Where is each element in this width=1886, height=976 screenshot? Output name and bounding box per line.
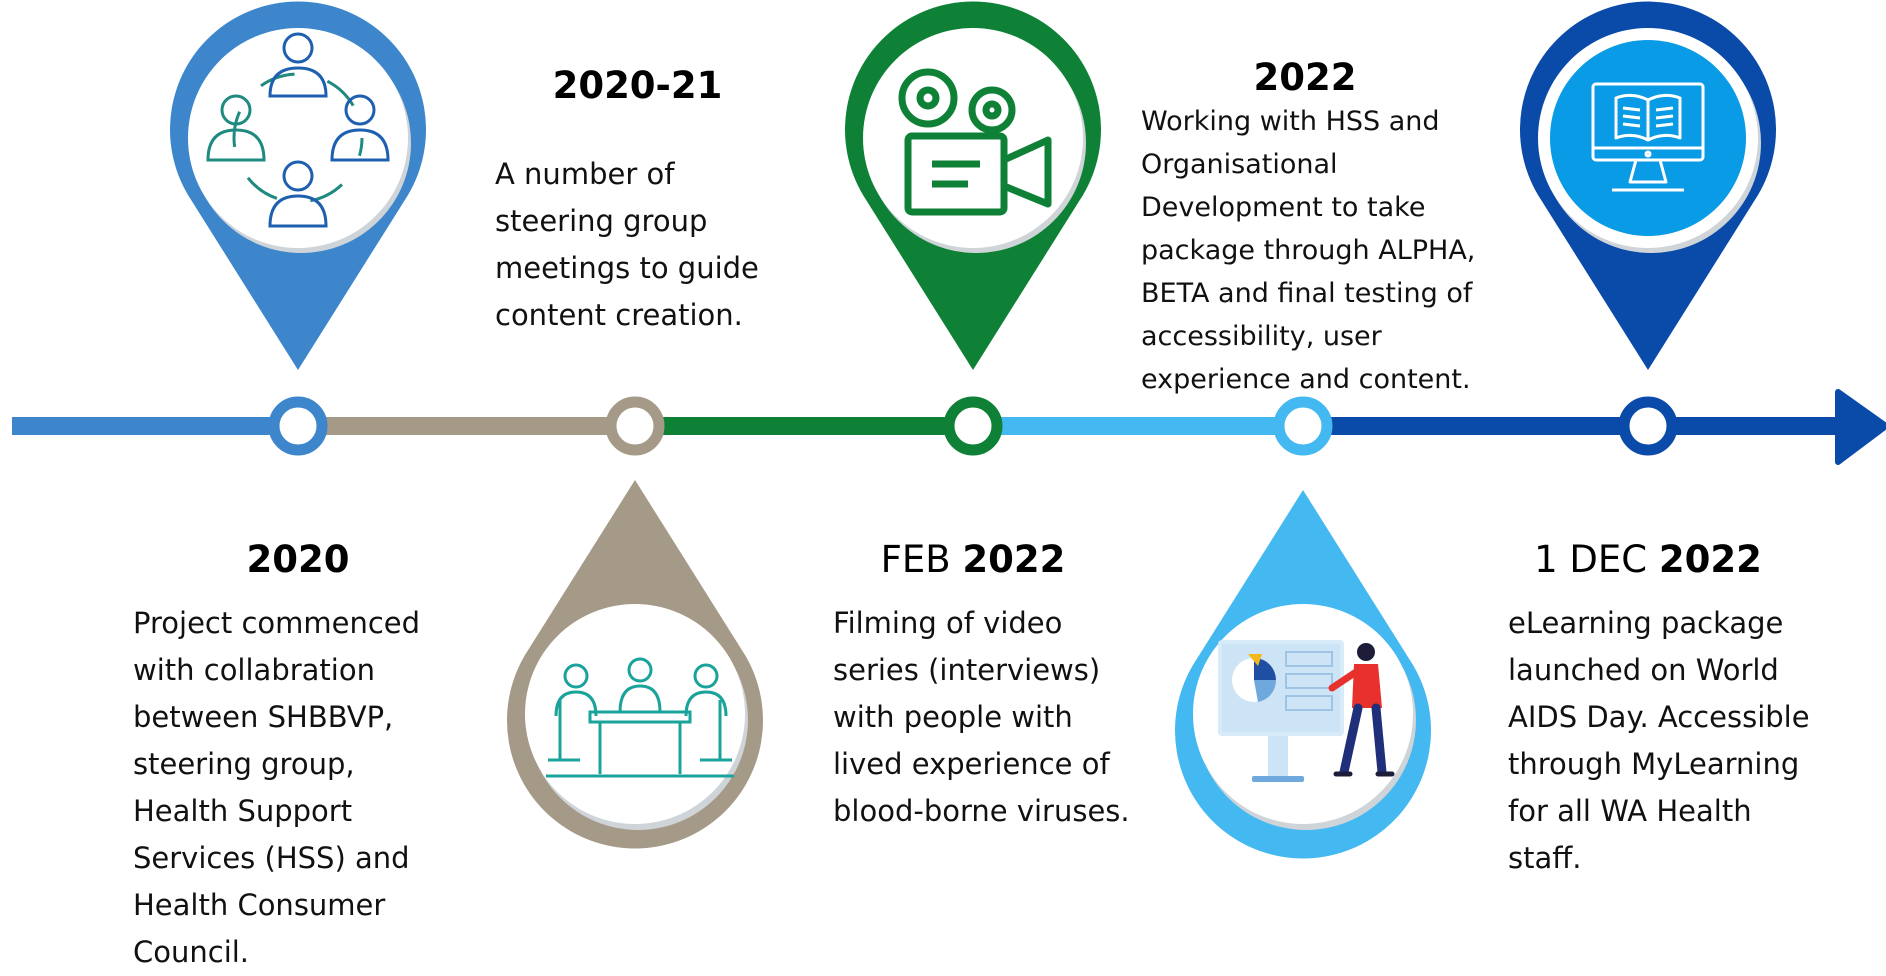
milestone-1-dec-2022-year-value: 2022: [1658, 538, 1762, 581]
pin-2022: [1175, 490, 1431, 859]
description-line: accessibility, user: [1141, 321, 1382, 352]
timeline-segment-2020: [12, 417, 298, 435]
milestone-2020-21-year-value: 2020-21: [552, 64, 723, 107]
people-circle-icon: [206, 32, 390, 228]
description-line: content creation.: [495, 298, 743, 332]
milestone-2020-year: 2020: [198, 538, 398, 581]
description-line: with collabration: [133, 653, 375, 687]
milestone-2022-year-value: 2022: [1253, 56, 1357, 99]
milestone-feb-2022-year: FEB 2022: [848, 538, 1098, 581]
description-line: Council.: [133, 935, 250, 969]
description-line: series (interviews): [833, 653, 1101, 687]
milestone-1-dec-2022-description: eLearning package launched on World AIDS…: [1508, 600, 1810, 882]
pin-2020-21: [507, 480, 764, 849]
milestone-feb-2022-year-value: 2022: [962, 538, 1066, 581]
milestone-1-dec-2022-year: 1 DEC 2022: [1518, 538, 1778, 581]
timeline-node-2020: [268, 396, 328, 456]
timeline-nodes: [268, 396, 1678, 456]
description-line: Services (HSS) and: [133, 841, 410, 875]
presentation-dashboard-icon: [1218, 640, 1395, 782]
timeline-node-feb-2022: [943, 396, 1003, 456]
description-line: steering group,: [133, 747, 355, 781]
meeting-table-icon: [546, 657, 734, 778]
computer-book-icon: [1591, 82, 1705, 192]
description-line: Health Support: [133, 794, 353, 828]
timeline-node-1-dec-2022: [1618, 396, 1678, 456]
timeline-segment-2022: [973, 417, 1303, 435]
milestone-feb-2022-description: Filming of video series (interviews) wit…: [833, 600, 1130, 835]
pin-feb-2022: [844, 1, 1101, 371]
description-line: blood-borne viruses.: [833, 794, 1130, 828]
description-line: experience and content.: [1141, 364, 1471, 395]
timeline-bar: [12, 389, 1886, 465]
milestone-feb-2022-year-prefix: FEB: [880, 538, 951, 581]
description-line: launched on World: [1508, 653, 1779, 687]
description-line: Working with HSS and: [1141, 106, 1440, 137]
timeline-segment-1-dec-2022: [1303, 417, 1840, 435]
pin-2020: [170, 1, 426, 371]
description-line: package through ALPHA,: [1141, 235, 1476, 266]
description-line: Development to take: [1141, 192, 1426, 223]
description-line: AIDS Day. Accessible: [1508, 700, 1810, 734]
milestone-2020-year-value: 2020: [246, 538, 350, 581]
description-line: lived experience of: [833, 747, 1110, 781]
description-line: Health Consumer: [133, 888, 386, 922]
milestone-2020-21-description: A number of steering group meetings to g…: [495, 151, 759, 339]
milestone-2020-description: Project commenced with collabration betw…: [133, 600, 420, 976]
timeline-node-2022: [1273, 396, 1333, 456]
description-line: eLearning package: [1508, 606, 1784, 640]
milestone-2022-description: Working with HSS and Organisational Deve…: [1141, 100, 1475, 401]
description-line: BETA and final testing of: [1141, 278, 1473, 309]
video-camera-icon: [898, 68, 1052, 216]
description-line: staff.: [1508, 841, 1582, 875]
description-line: for all WA Health: [1508, 794, 1752, 828]
description-line: between SHBBVP,: [133, 700, 394, 734]
timeline-arrow-head: [1835, 389, 1886, 465]
description-line: steering group: [495, 204, 708, 238]
timeline-segment-2020-21: [298, 417, 635, 435]
description-line: through MyLearning: [1508, 747, 1800, 781]
timeline-node-2020-21: [605, 396, 665, 456]
timeline-segment-feb-2022: [635, 417, 973, 435]
milestone-2020-21-year: 2020-21: [520, 64, 755, 107]
description-line: Project commenced: [133, 606, 421, 640]
milestone-2022-year: 2022: [1205, 56, 1405, 99]
description-line: Filming of video: [833, 606, 1063, 640]
pin-1-dec-2022: [1520, 1, 1776, 371]
description-line: with people with: [833, 700, 1073, 734]
description-line: Organisational: [1141, 149, 1338, 180]
milestone-1-dec-2022-year-prefix: 1 DEC: [1534, 538, 1648, 581]
description-line: meetings to guide: [495, 251, 759, 285]
description-line: A number of: [495, 157, 675, 191]
